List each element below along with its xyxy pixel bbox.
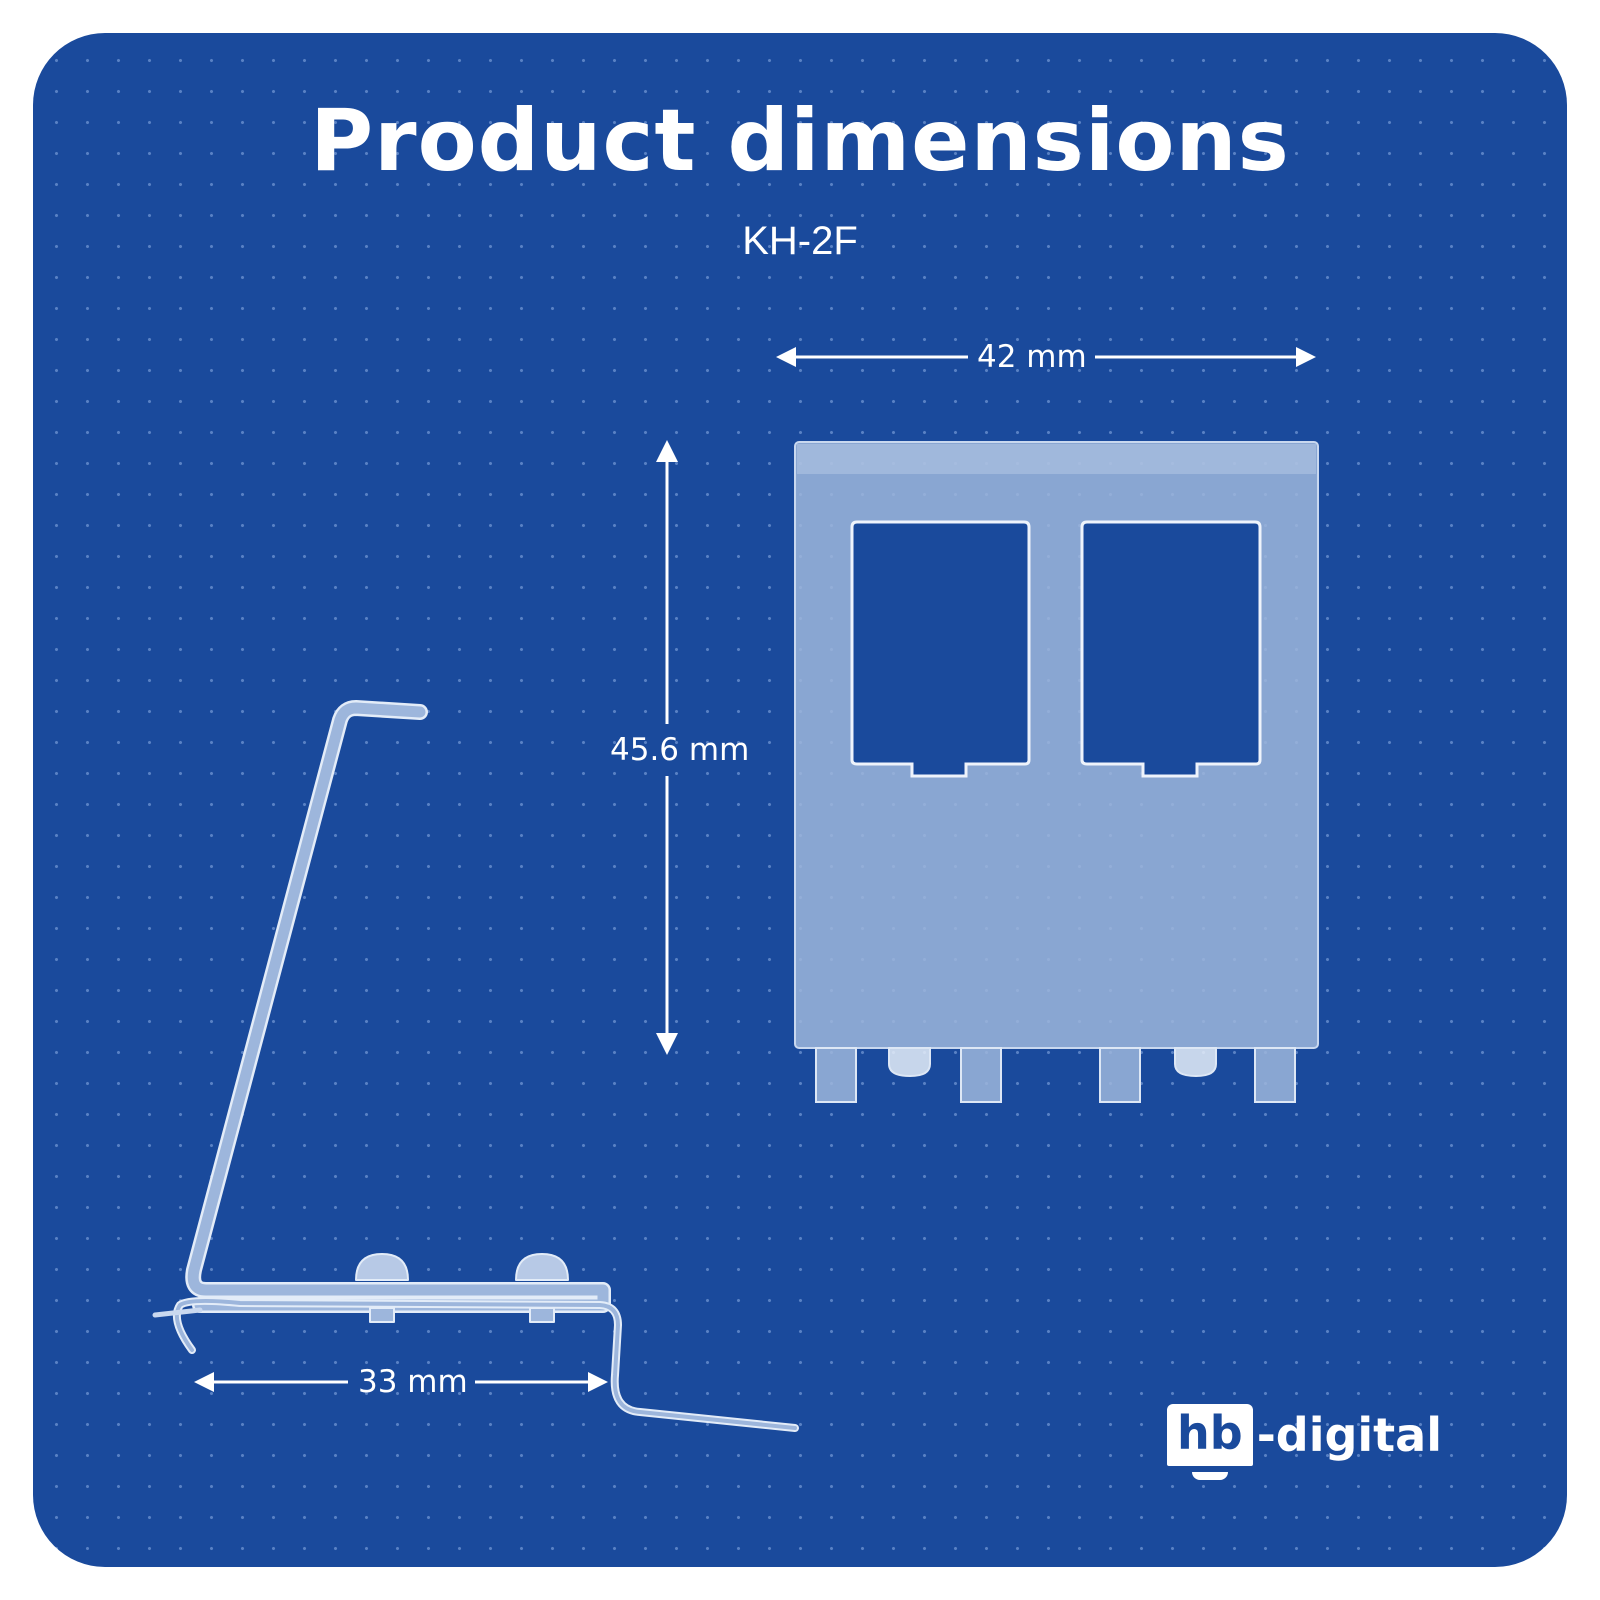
logo-badge-text: hb bbox=[1177, 1406, 1243, 1460]
front-mounting-tabs bbox=[815, 1047, 1296, 1103]
technical-drawing bbox=[152, 347, 1319, 1432]
depth-dimension-label: 33 mm bbox=[358, 1364, 468, 1400]
front-view-plate bbox=[794, 441, 1319, 1103]
width-dimension-arrow bbox=[776, 347, 1316, 367]
logo-wordmark: -digital bbox=[1256, 1408, 1442, 1462]
page-title: Product dimensions bbox=[310, 91, 1290, 191]
front-opening-right bbox=[1080, 520, 1262, 778]
depth-dimension-arrow bbox=[194, 1372, 608, 1392]
dimension-card: Product dimensions KH-2F bbox=[33, 33, 1567, 1567]
height-dimension-arrow bbox=[656, 440, 678, 1055]
side-view-screws bbox=[355, 1253, 569, 1323]
model-number: KH-2F bbox=[742, 219, 858, 263]
width-dimension-label: 42 mm bbox=[977, 339, 1087, 375]
front-opening-left bbox=[850, 520, 1031, 778]
logo-monitor-icon: hb bbox=[1167, 1404, 1253, 1480]
logo-stand-icon bbox=[1191, 1472, 1228, 1480]
height-dimension-label: 45.6 mm bbox=[610, 732, 750, 768]
side-view-profile bbox=[152, 700, 799, 1432]
brand-logo: hb -digital bbox=[1167, 1400, 1442, 1480]
